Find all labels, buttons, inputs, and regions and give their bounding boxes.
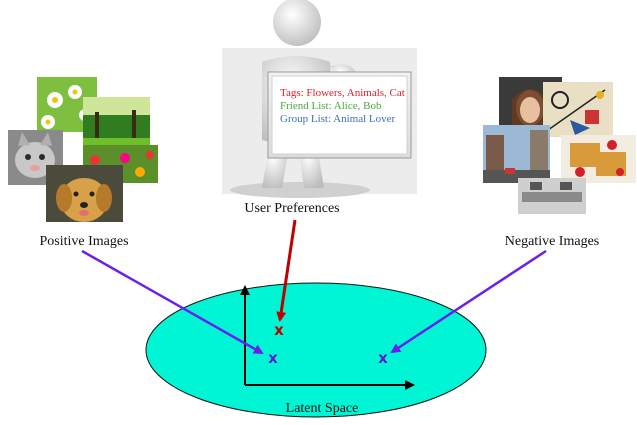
positive-embedding-marker: x <box>268 349 278 367</box>
street-photo <box>483 125 550 183</box>
user-figure-icon <box>222 0 417 198</box>
abstract-art-photo <box>543 82 613 137</box>
friend-list-text: Friend List: Alice, Bob <box>280 100 382 112</box>
forest-photo <box>83 97 150 152</box>
negative-images-arrow <box>390 249 547 354</box>
negative-images-label: Negative Images <box>505 234 599 249</box>
positive-images-collage <box>8 77 158 222</box>
negative-images-collage <box>483 77 636 214</box>
negative-embedding-marker: x <box>378 349 388 367</box>
positive-images-arrow <box>81 249 264 355</box>
user-preferences-label: User Preferences <box>244 201 339 216</box>
kitten-photo <box>8 130 63 185</box>
tags-text: Tags: Flowers, Animals, Cat <box>280 87 405 99</box>
dog-photo <box>46 165 123 222</box>
user-preferences-arrow <box>276 219 297 322</box>
latent-axes <box>240 285 415 390</box>
user-embedding-marker: x <box>274 321 284 339</box>
waffle-photo <box>561 135 636 183</box>
positive-images-label: Positive Images <box>39 234 128 249</box>
office-photo <box>518 178 586 214</box>
latent-space-ellipse <box>145 282 487 418</box>
latent-space-label: Latent Space <box>286 401 359 416</box>
group-list-text: Group List: Animal Lover <box>280 113 396 125</box>
